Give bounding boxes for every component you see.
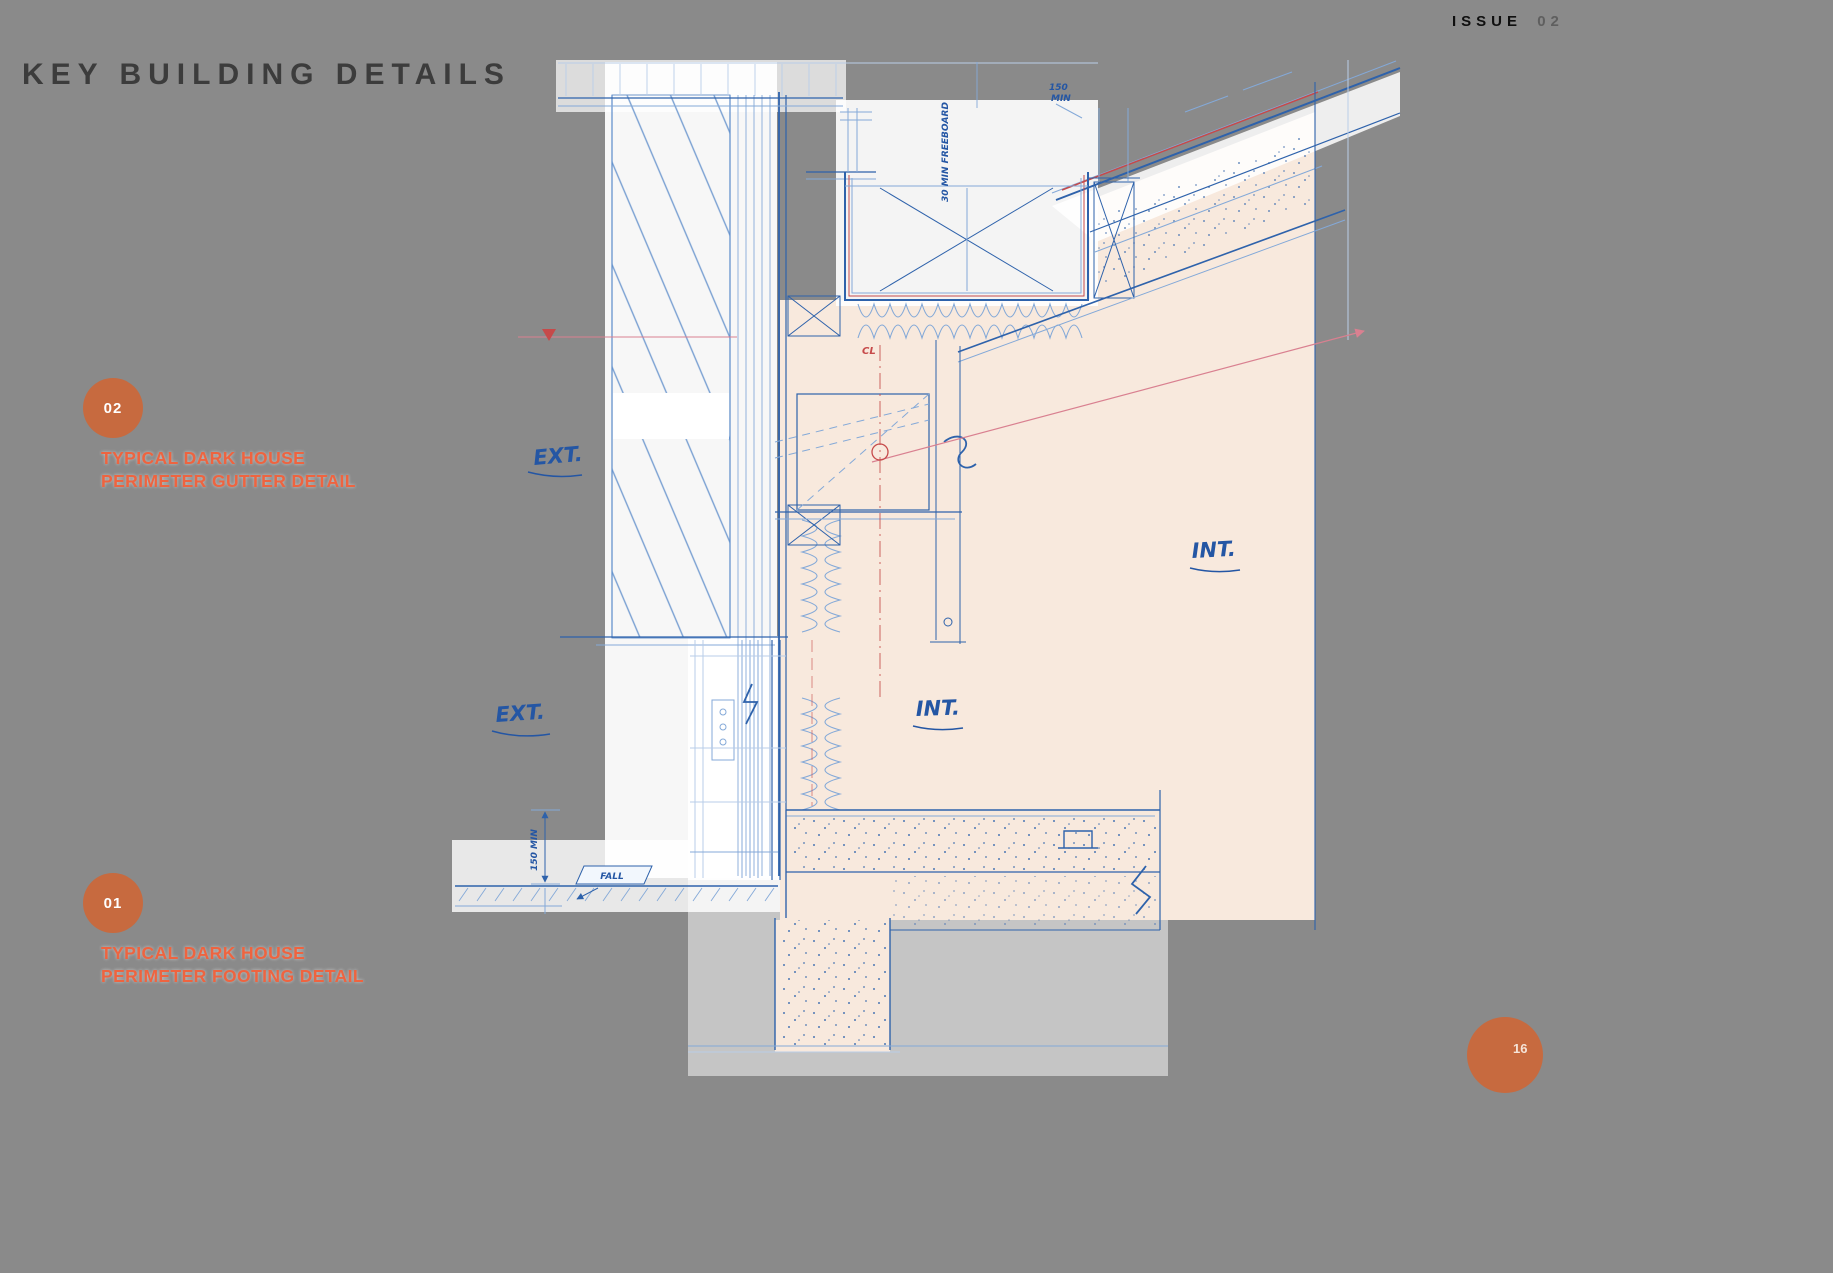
callout-01-title-line1: TYPICAL DARK HOUSE bbox=[101, 943, 306, 963]
stipple-textures bbox=[777, 132, 1312, 1048]
junction-blocking bbox=[787, 295, 841, 546]
ground-line bbox=[455, 851, 778, 907]
slab-break-icon bbox=[1130, 865, 1152, 915]
fixture-detail bbox=[711, 699, 735, 761]
ceiling-slope-lines bbox=[957, 209, 1346, 363]
callout-01-number: 01 bbox=[103, 894, 123, 912]
insulation-batts bbox=[799, 302, 1083, 811]
fall-flag: FALL bbox=[575, 865, 653, 900]
callout-02-badge: 02 bbox=[83, 378, 143, 438]
callout-footing-detail: 01 TYPICAL DARK HOUSE PERIMETER FOOTING … bbox=[83, 873, 423, 988]
page-number-badge: 16 bbox=[1467, 1017, 1543, 1093]
section-break-icon bbox=[943, 435, 977, 469]
datum-lines: CL bbox=[518, 328, 1365, 700]
label-int-lower: INT. bbox=[915, 695, 960, 721]
gutter-profile bbox=[806, 103, 1140, 301]
callout-gutter-detail: 02 TYPICAL DARK HOUSE PERIMETER GUTTER D… bbox=[83, 378, 423, 493]
callout-01-title: TYPICAL DARK HOUSE PERIMETER FOOTING DET… bbox=[101, 942, 423, 988]
ceiling-datum-arrow bbox=[871, 328, 1365, 463]
callout-01-badge: 01 bbox=[83, 873, 143, 933]
issue-label: ISSUE bbox=[1452, 13, 1523, 30]
rebar-chair-icon bbox=[1058, 830, 1098, 849]
issue-number: 02 bbox=[1537, 13, 1564, 30]
callout-01-title-line2: PERIMETER FOOTING DETAIL bbox=[101, 966, 365, 987]
footing-dimension-label: 150 MIN bbox=[530, 829, 540, 871]
setout-circle-icon bbox=[871, 443, 889, 461]
beam-post bbox=[774, 340, 977, 644]
centerline-label: CL bbox=[862, 346, 876, 357]
footing-dimension: 150 MIN bbox=[530, 809, 560, 914]
freeboard-note: 30 MIN FREEBOARD bbox=[941, 102, 951, 202]
roof-membrane-red-line bbox=[1061, 91, 1319, 191]
soffit-lines bbox=[560, 511, 962, 646]
callout-02-title: TYPICAL DARK HOUSE PERIMETER GUTTER DETA… bbox=[101, 447, 423, 493]
floor-slab bbox=[785, 790, 1161, 931]
gutter-dim-value: 150 bbox=[1049, 83, 1068, 93]
page-number: 16 bbox=[1513, 1041, 1528, 1056]
label-ext-upper: EXT. bbox=[532, 442, 583, 470]
top-framing bbox=[558, 62, 1098, 108]
callout-02-title-line1: TYPICAL DARK HOUSE bbox=[101, 448, 306, 468]
footing bbox=[688, 918, 1168, 1053]
callout-02-title-line2: PERIMETER GUTTER DETAIL bbox=[101, 471, 356, 492]
gutter-dim-unit: MIN bbox=[1051, 94, 1071, 104]
gutter-liner-red-line bbox=[848, 175, 1085, 297]
datum-triangle-icon bbox=[542, 329, 556, 341]
wall-cladding-hatch bbox=[611, 94, 731, 639]
wall-layer-lines bbox=[737, 92, 787, 918]
zone-labels: EXT. EXT. INT. INT. bbox=[491, 442, 1241, 737]
gutter-notes: 150 MIN 30 MIN FREEBOARD bbox=[941, 83, 1071, 202]
break-symbol-icon bbox=[742, 683, 759, 725]
fall-label: FALL bbox=[600, 872, 624, 882]
label-int-upper: INT. bbox=[1191, 537, 1236, 563]
page-title: KEY BUILDING DETAILS bbox=[22, 58, 511, 91]
lower-wall bbox=[690, 640, 813, 880]
bolt-icon bbox=[943, 617, 953, 627]
issue-tag: ISSUE 02 bbox=[1452, 13, 1564, 30]
callout-02-number: 02 bbox=[103, 399, 123, 417]
label-ext-lower: EXT. bbox=[495, 700, 546, 727]
